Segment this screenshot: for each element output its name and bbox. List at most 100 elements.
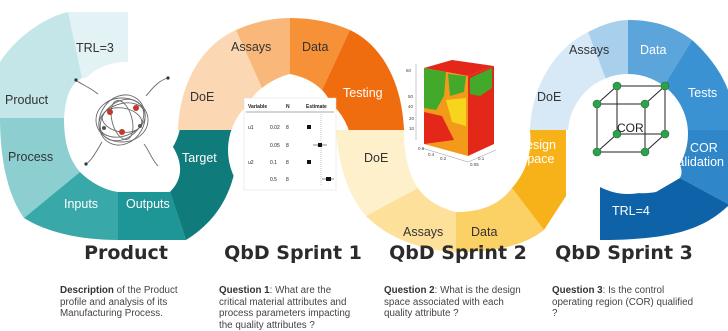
table-cell-level: 0.5	[270, 177, 277, 183]
label-target: Target	[182, 151, 217, 165]
product-description: Description of the Product profile and a…	[60, 285, 200, 320]
cube-vertex	[612, 81, 622, 91]
cube-tick-label: 0.05	[470, 162, 479, 167]
table-header-n: N	[286, 104, 290, 110]
sprint1-description: Question 1: What are the critical materi…	[219, 285, 361, 331]
product-title: Product	[84, 242, 168, 264]
cor-cube	[596, 85, 666, 153]
sprint1-description-text: : What are the critical material attribu…	[219, 285, 351, 331]
label-cor-validation-1: COR	[690, 141, 718, 155]
table-cell-n: 8	[286, 125, 289, 131]
sprint3-ring: Assays Data DoE Tests COR Validation TRL…	[530, 20, 728, 240]
label-data-1: Data	[302, 40, 328, 54]
segment-doe-1	[178, 30, 262, 130]
product-description-text: of the Product profile and analysis of i…	[60, 285, 178, 320]
cube-tick-label: 0.1	[478, 156, 485, 161]
table-cell-level: 0.02	[270, 125, 280, 131]
product-hub	[69, 62, 181, 174]
label-assays-2: Assays	[403, 225, 443, 239]
cube-tick-label: 0.6	[418, 146, 425, 151]
cube-tick-label: 50	[408, 94, 414, 99]
cube-vertex	[660, 81, 670, 91]
sprint3-description-text: : Is the control operating region (COR) …	[552, 285, 694, 320]
table-cell-variable: u1	[248, 125, 254, 131]
cube-tick-label: 60	[406, 68, 412, 73]
table-header-variable: Variable	[248, 104, 267, 110]
label-outputs: Outputs	[126, 197, 170, 211]
segment-assays-3	[588, 20, 628, 90]
table-cell-n: 8	[286, 177, 289, 183]
sprint2-description-text: : What is the design space associated wi…	[384, 285, 521, 320]
label-trl3: TRL=3	[76, 41, 114, 55]
sprint2-title: QbD Sprint 2	[389, 242, 527, 264]
molecule-node	[84, 162, 88, 166]
label-trl4: TRL=4	[612, 204, 650, 218]
cube-tick-label: 10	[409, 126, 415, 131]
cor-cube-vertices	[592, 81, 670, 157]
label-design-space-1: Design	[517, 138, 556, 152]
cube-tick-label: 20	[409, 116, 415, 121]
sprint1-description-bold: Question 1	[219, 285, 270, 296]
design-space-green-region	[448, 74, 466, 96]
table-header-estimate: Estimate	[306, 104, 327, 110]
label-product: Product	[5, 93, 49, 107]
molecule-node	[133, 105, 139, 111]
label-assays-3: Assays	[569, 43, 609, 57]
molecule-node	[138, 124, 142, 128]
sprint3-title: QbD Sprint 3	[555, 242, 693, 264]
design-space-red-region	[424, 112, 454, 144]
label-data-2: Data	[471, 225, 497, 239]
sprint1-title: QbD Sprint 1	[224, 242, 362, 264]
segment-target	[160, 130, 239, 240]
segment-trl4	[600, 174, 728, 240]
estimate-point	[318, 143, 322, 147]
segment-assays-2	[366, 188, 456, 252]
cube-vertex	[592, 147, 602, 157]
segment-process	[0, 118, 80, 218]
product-ring: TRL=3 Product Process Inputs Outputs Tar…	[0, 12, 239, 240]
molecule-node	[119, 129, 125, 135]
estimate-table: Variable N Estimate u1 0.02 8 0.05 8 u2 …	[243, 97, 337, 191]
segment-trl3	[68, 12, 128, 78]
segment-data-2	[456, 188, 544, 252]
sprint1-ring: DoE Assays Data Testing Variable N Estim…	[178, 18, 404, 212]
molecule-node	[107, 109, 113, 115]
molecule-node	[102, 126, 106, 130]
estimate-point	[326, 177, 331, 181]
product-description-bold: Description	[60, 285, 114, 296]
label-inputs: Inputs	[64, 197, 98, 211]
cube-tick-label: 40	[408, 104, 414, 109]
molecule-node	[166, 76, 170, 80]
label-doe-2: DoE	[364, 151, 388, 165]
segment-doe-2	[336, 130, 418, 216]
cube-top-face	[424, 60, 494, 76]
design-space-green-region	[424, 68, 446, 110]
estimate-point	[307, 125, 311, 129]
sprint2-description-bold: Question 2	[384, 285, 435, 296]
label-doe-1: DoE	[190, 90, 214, 104]
table-cell-n: 8	[286, 160, 289, 166]
sprint3-description-bold: Question 3	[552, 285, 603, 296]
sprint3-description: Question 3: Is the control operating reg…	[552, 285, 696, 320]
label-process: Process	[8, 150, 53, 164]
label-assays-1: Assays	[231, 40, 271, 54]
molecule-illustration	[75, 77, 169, 167]
label-testing-1: Testing	[343, 86, 383, 100]
label-tests: Tests	[688, 86, 717, 100]
segment-design-space	[512, 130, 566, 230]
cube-vertex	[592, 99, 602, 109]
sprint2-description: Question 2: What is the design space ass…	[384, 285, 524, 320]
design-space-green-region	[470, 68, 492, 96]
label-doe-3: DoE	[537, 90, 561, 104]
table-cell-level: 0.05	[270, 143, 280, 149]
table-cell-n: 8	[286, 143, 289, 149]
segment-outputs	[118, 192, 186, 240]
table-cell-level: 0.1	[270, 160, 277, 166]
cor-cube-label: COR	[617, 121, 644, 135]
cube-vertex	[640, 99, 650, 109]
segment-testing-1	[322, 30, 404, 130]
molecule-node	[74, 78, 78, 82]
segment-assays-1	[236, 18, 290, 88]
table-cell-variable: u2	[248, 160, 254, 166]
